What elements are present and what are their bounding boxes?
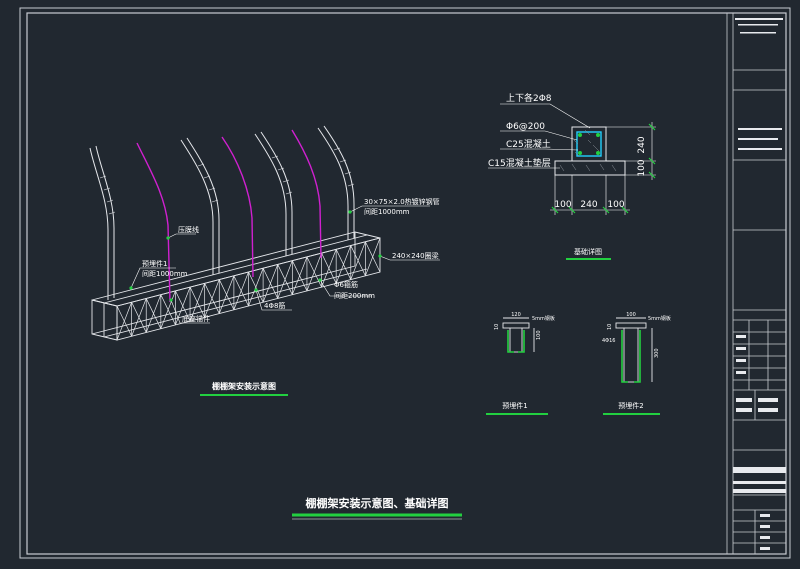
truss-segment bbox=[233, 271, 249, 310]
truss-segment bbox=[306, 252, 322, 292]
truss-segment bbox=[175, 286, 191, 326]
inner-frame bbox=[26, 12, 787, 555]
truss-segment bbox=[145, 294, 162, 333]
label-pressure-bar: 压膜线 bbox=[178, 225, 199, 234]
truss-segment bbox=[335, 245, 352, 284]
truss-segment bbox=[131, 298, 147, 337]
detail-1-dim-left: 10 bbox=[494, 324, 500, 330]
label-anchor-bolt: 底座锚件 bbox=[182, 314, 210, 323]
section-outline bbox=[554, 126, 626, 176]
label-steel-pipe: 30×75×2.0热镀锌钢管 bbox=[364, 197, 440, 206]
detail-1-dim-side: 100 bbox=[536, 330, 542, 340]
detail-1-drawing bbox=[502, 317, 535, 353]
label-stirrup: Φ6箍筋 bbox=[334, 280, 358, 289]
section-rebar bbox=[576, 131, 602, 157]
truss-segment bbox=[248, 268, 264, 307]
section-concrete-label: C25混凝土 bbox=[506, 138, 551, 150]
section-caption: 基础详图 bbox=[574, 247, 602, 256]
title-block-fills bbox=[733, 18, 786, 550]
iso-pipe-dash-marks bbox=[99, 147, 355, 215]
truss-segment bbox=[160, 290, 176, 329]
label-steel-pipe-spacing: 间距1000mm bbox=[364, 208, 410, 216]
section-dim-height-1: 240 bbox=[637, 136, 647, 153]
section-hatch bbox=[559, 129, 617, 172]
label-ring-beam: 240×240圈梁 bbox=[392, 251, 439, 260]
label-embedded-part: 预埋件1 bbox=[142, 259, 167, 268]
detail-1-dim-top: 120 bbox=[511, 312, 521, 318]
label-embedded-spacing: 间距1000mm bbox=[142, 270, 188, 278]
iso-leader-dots bbox=[129, 210, 382, 302]
truss-segment bbox=[365, 237, 381, 276]
truss-segment bbox=[350, 241, 366, 280]
section-dims bbox=[488, 103, 656, 215]
detail-2-label: 5mm钢板 bbox=[648, 315, 671, 322]
detail-2-caption: 预埋件2 bbox=[618, 401, 643, 410]
iso-caption: 棚棚架安装示意图 bbox=[212, 381, 276, 391]
detail-1-rebar bbox=[507, 330, 525, 353]
detail-1-label: 5mm钢板 bbox=[532, 315, 555, 322]
truss-segment bbox=[189, 283, 205, 322]
truss-segment bbox=[291, 256, 308, 295]
detail-2-rebar bbox=[621, 330, 641, 383]
detail-2-dim-side: 300 bbox=[654, 348, 660, 358]
truss-segment bbox=[321, 249, 337, 288]
detail-2-rebar-label: 4Φ16 bbox=[602, 338, 615, 344]
outer-frame bbox=[19, 7, 791, 559]
iso-steel-pipes bbox=[89, 125, 355, 300]
section-rebar-dots bbox=[578, 133, 600, 155]
truss-segment bbox=[218, 275, 235, 314]
truss-segment bbox=[116, 302, 132, 341]
truss-segment bbox=[262, 264, 279, 303]
detail-1-caption: 预埋件1 bbox=[502, 401, 527, 410]
iso-leaders bbox=[130, 205, 440, 324]
label-main-rebar: 4Φ8筋 bbox=[264, 301, 285, 310]
section-cushion-label: C15混凝土垫层 bbox=[488, 157, 551, 169]
section-rebar-label: 上下各2Φ8 bbox=[506, 92, 552, 104]
truss-segment bbox=[204, 279, 220, 318]
section-dim-height-2: 100 bbox=[637, 159, 647, 176]
iso-pressure-bars bbox=[136, 129, 322, 303]
section-stirrup-label: Φ6@200 bbox=[506, 122, 545, 132]
detail-2-dim-top: 100 bbox=[626, 312, 636, 318]
main-title: 棚棚架安装示意图、基础详图 bbox=[306, 496, 449, 510]
truss-segment bbox=[277, 260, 293, 299]
detail-2-dim-left: 10 bbox=[607, 324, 613, 330]
section-dim-width-1: 100 bbox=[554, 200, 571, 210]
title-block bbox=[726, 13, 786, 554]
section-dim-width-3: 100 bbox=[607, 200, 624, 210]
section-dim-width-2: 240 bbox=[580, 200, 597, 210]
section-dim-ticks bbox=[551, 123, 656, 214]
label-stirrup-spacing: 间距200mm bbox=[334, 292, 375, 300]
iso-beam-truss bbox=[116, 237, 381, 341]
